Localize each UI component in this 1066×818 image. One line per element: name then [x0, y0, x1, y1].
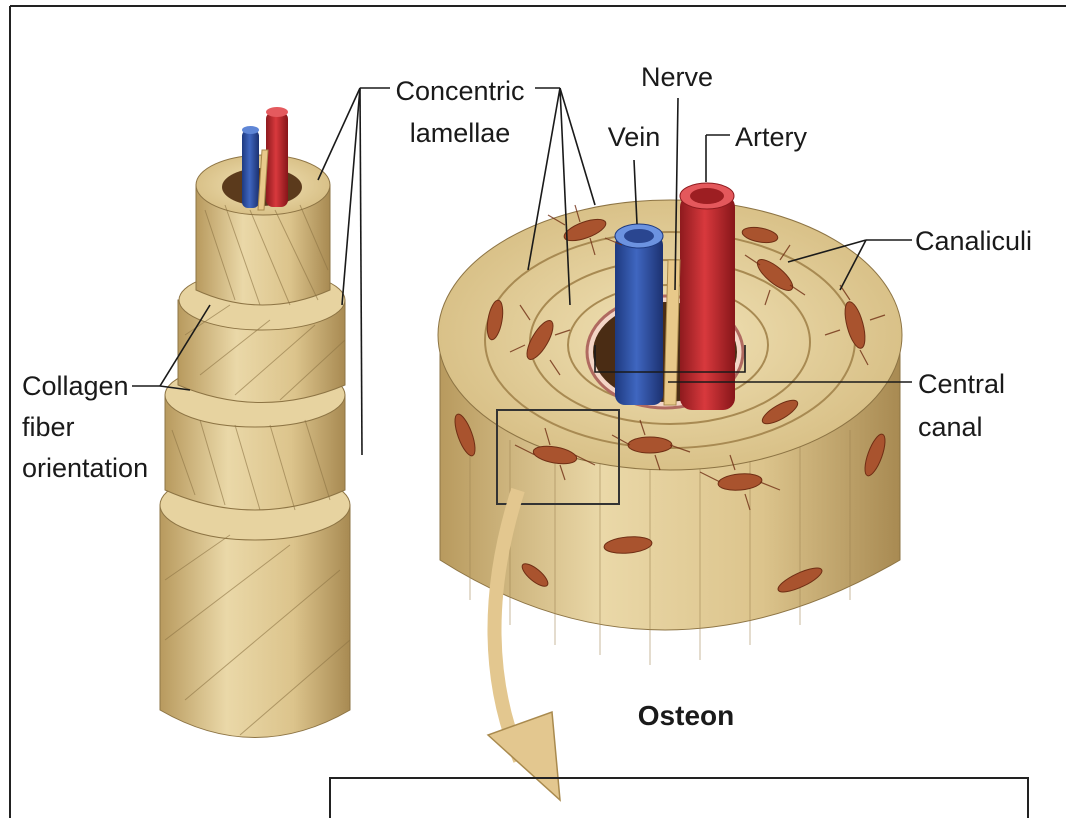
caption-osteon: Osteon: [638, 700, 734, 731]
label-orientation: orientation: [22, 453, 148, 483]
label-nerve: Nerve: [641, 62, 713, 92]
label-lamellae: lamellae: [410, 118, 511, 148]
label-fiber: fiber: [22, 412, 75, 442]
label-central: Central: [918, 369, 1005, 399]
detail-box: [330, 778, 1028, 818]
label-artery: Artery: [735, 122, 808, 152]
label-concentric: Concentric: [395, 76, 524, 106]
osteon-disc: [438, 183, 902, 665]
label-canal: canal: [918, 412, 983, 442]
lamellae-cylinder: [160, 107, 350, 738]
label-collagen: Collagen: [22, 371, 129, 401]
label-vein: Vein: [608, 122, 661, 152]
label-canaliculi: Canaliculi: [915, 226, 1032, 256]
